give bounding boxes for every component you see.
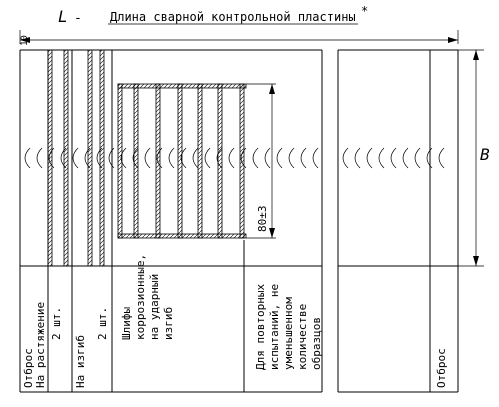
col5-line-1: Отброс <box>435 348 448 388</box>
top-gap-dimension: 10 <box>20 35 30 46</box>
weld-arc <box>312 147 319 169</box>
weld-arc <box>426 147 433 169</box>
column-4-text: Для повторных испытаний, не уменьшенном … <box>254 284 323 370</box>
weld-arc <box>156 147 163 169</box>
weld-arc <box>342 147 349 169</box>
weld-arc <box>390 147 397 169</box>
weld-arc <box>366 147 373 169</box>
weld-arc <box>144 147 151 169</box>
height-dimension-label: 80±3 <box>256 206 269 233</box>
weld-bead <box>24 147 445 169</box>
title-text: Длина сварной контрольной пластины <box>110 10 356 24</box>
col4-line-4: количестве <box>296 304 309 370</box>
col2-line-2: 2 шт. <box>96 307 109 340</box>
col1-line-2: На растяжение <box>34 302 47 388</box>
column-1-text: Отброс На растяжение 2 шт. <box>22 302 63 388</box>
weld-arc <box>264 147 271 169</box>
weld-arc <box>252 147 259 169</box>
weld-arc <box>240 147 247 169</box>
col3-line-4: изгиб <box>162 307 175 340</box>
weld-arc <box>180 147 187 169</box>
col1-line-1: Отброс <box>22 348 35 388</box>
weld-arc <box>132 147 139 169</box>
weld-arc <box>120 147 127 169</box>
width-dimension-b <box>458 49 484 267</box>
weld-arc <box>216 147 223 169</box>
weld-arc <box>36 147 43 169</box>
weld-arc <box>276 147 283 169</box>
weld-arc <box>414 147 421 169</box>
weld-arc <box>84 147 91 169</box>
weld-arc <box>108 147 115 169</box>
column-2-text: На изгиб 2 шт. <box>74 307 109 388</box>
weld-arc <box>192 147 199 169</box>
weld-arc <box>204 147 211 169</box>
height-dimension-80 <box>246 83 276 239</box>
weld-arc <box>228 147 235 169</box>
plate-right-part <box>337 49 459 393</box>
tensile-specimen-strips <box>47 49 69 267</box>
col1-line-3: 2 шт. <box>50 307 63 340</box>
col2-line-1: На изгиб <box>74 335 87 388</box>
bend-specimen-strips <box>87 49 105 267</box>
col4-line-1: Для повторных <box>254 284 267 370</box>
weld-arc <box>378 147 385 169</box>
impact-specimen-block <box>117 83 247 239</box>
weld-arc <box>300 147 307 169</box>
weld-arc <box>24 147 31 169</box>
length-dash: - <box>74 11 82 26</box>
title-asterisk: * <box>361 4 368 18</box>
length-symbol: L <box>58 7 68 26</box>
col3-line-3: на ударный <box>148 274 161 340</box>
weld-arc <box>288 147 295 169</box>
weld-arc <box>96 147 103 169</box>
col3-line-2: коррозионные, <box>134 254 147 340</box>
col4-line-3: уменьшенном <box>282 297 295 370</box>
length-dimension-line <box>19 30 459 44</box>
weld-arc <box>168 147 175 169</box>
plate-left-part <box>19 49 323 393</box>
col3-line-1: Шлифы <box>120 307 133 340</box>
width-dimension-label: B <box>480 145 490 164</box>
weld-arc <box>402 147 409 169</box>
column-3-text: Шлифы коррозионные, на ударный изгиб <box>120 254 175 340</box>
weld-arc <box>438 147 445 169</box>
col4-line-5: образцов <box>310 317 323 370</box>
weld-arc <box>48 147 55 169</box>
col4-line-2: испытаний, не <box>268 284 281 370</box>
weld-arc <box>60 147 67 169</box>
weld-arc <box>72 147 79 169</box>
column-5-text: Отброс <box>435 348 448 388</box>
weld-arc <box>354 147 361 169</box>
